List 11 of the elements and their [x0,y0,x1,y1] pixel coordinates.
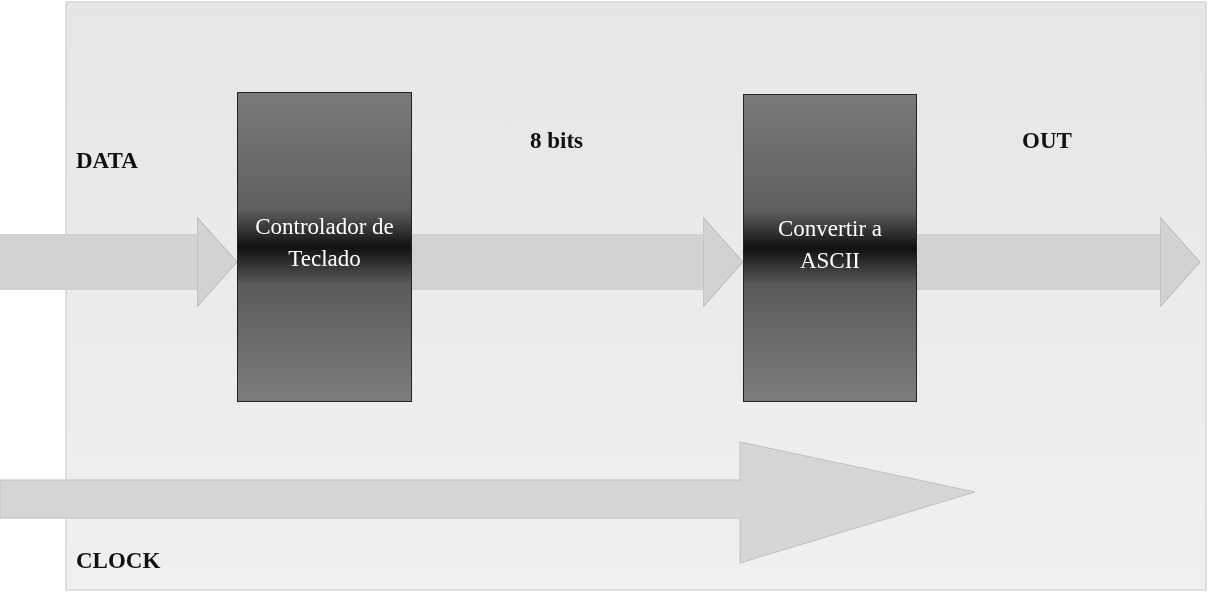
arrow [412,216,744,308]
edge-label: DATA [76,148,138,174]
arrow [0,216,238,308]
process-box [237,92,412,402]
arrow [917,216,1201,308]
box-label: Controlador de Teclado [254,213,395,273]
signal-label: CLOCK [76,548,161,574]
box-label: Convertir a ASCII [776,215,884,275]
process-box [743,94,917,402]
edge-label: 8 bits [530,128,584,154]
edge-label: OUT [1022,128,1072,154]
